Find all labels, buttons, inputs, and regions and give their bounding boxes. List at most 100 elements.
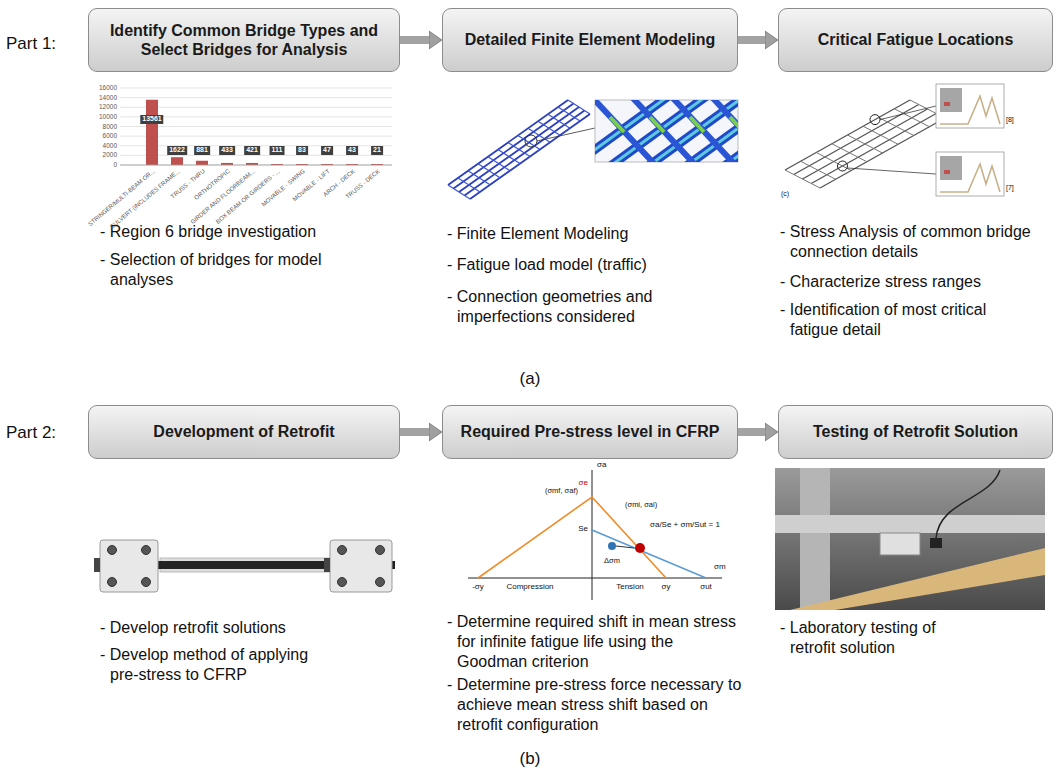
bolt	[142, 546, 151, 555]
box-title: Identify Common Bridge Types and Select …	[99, 21, 389, 59]
axis-tick: 6000	[103, 132, 117, 140]
axis-tick: 8000	[103, 123, 117, 131]
deck-grid-line	[803, 109, 928, 179]
bullet-text: - Selection of bridges for model analyse…	[100, 250, 328, 290]
stress-history	[940, 164, 1000, 192]
figure-label: Compression	[506, 582, 553, 592]
flow-arrow	[400, 428, 430, 436]
grid-line	[120, 97, 392, 98]
figure-label: -σy	[472, 582, 484, 592]
figure-label: (σmi, σai)	[625, 500, 657, 509]
deck-grid-line	[820, 118, 945, 188]
value-label: 43	[346, 146, 358, 155]
axis-tick: 10000	[99, 113, 117, 121]
axis-tick: 12000	[99, 103, 117, 111]
figure-label: Part 1:	[6, 33, 56, 54]
bolt	[108, 578, 117, 587]
axis-tick: 0	[113, 161, 117, 169]
bolt	[376, 546, 385, 555]
box-title: Critical Fatigue Locations	[818, 30, 1014, 49]
deck-grid-line	[801, 161, 836, 179]
grid-line	[120, 107, 392, 108]
deck-grid-line	[785, 170, 820, 188]
axis-line	[120, 165, 392, 166]
stress-chart-mark	[944, 102, 950, 106]
fe-mesh-line	[558, 107, 580, 121]
fe-stress	[610, 117, 624, 132]
deck-grid-line	[848, 135, 883, 153]
bullet-text: - Laboratory testing of retrofit solutio…	[780, 618, 980, 658]
fe-mesh-line	[498, 150, 520, 164]
clamp-block	[330, 540, 392, 592]
value-label: 111	[270, 146, 285, 155]
stress-chart-frame	[936, 84, 1004, 128]
figure-label: σe	[579, 478, 588, 488]
bullet-text: - Fatigue load model (traffic)	[447, 255, 737, 275]
value-label: 881	[194, 146, 210, 155]
fe-stress	[650, 117, 664, 132]
figure-label: σy	[662, 582, 671, 592]
final-point	[635, 543, 645, 553]
figure-label: (σmf, σaf)	[545, 486, 578, 495]
stress-chart-inset	[940, 156, 962, 180]
deck-grid-line	[811, 114, 936, 184]
sensor	[930, 538, 942, 548]
bullet-text: - Identification of most critical fatigu…	[780, 300, 995, 340]
value-label: 13561	[140, 115, 163, 124]
value-label: 1622	[167, 146, 187, 155]
deck-grid-line	[832, 144, 867, 162]
process-box: Required Pre-stress level in CFRP	[442, 405, 738, 459]
process-box: Critical Fatigue Locations	[778, 8, 1053, 72]
bolt	[376, 578, 385, 587]
zoom-marker	[525, 135, 537, 147]
figure-label: σa	[597, 460, 606, 470]
value-label: 83	[296, 146, 308, 155]
bolt	[142, 578, 151, 587]
figure-label: (a)	[520, 368, 541, 389]
bullet-text: - Determine pre-stress force necessary t…	[447, 675, 742, 735]
photo-ground	[775, 468, 1045, 610]
wood-strip	[790, 548, 1045, 610]
initial-point	[608, 542, 616, 550]
stress-chart-inset	[940, 88, 962, 112]
fe-mesh-line	[468, 171, 490, 185]
steel-web	[800, 468, 830, 610]
cable	[936, 470, 1000, 538]
value-label: 433	[219, 146, 235, 155]
leader-line	[880, 106, 936, 120]
fe-stress	[730, 117, 738, 132]
axis-tick: 16000	[99, 84, 117, 92]
box-title: Required Pre-stress level in CFRP	[461, 422, 720, 441]
fe-mesh-line	[548, 114, 570, 128]
location-marker	[838, 161, 848, 171]
axis-line	[592, 470, 593, 600]
fe-mesh-line	[538, 121, 560, 135]
axis-line	[468, 578, 722, 579]
bullet-text: - Develop method of applying pre-stress …	[100, 645, 335, 685]
shift-line	[616, 546, 634, 548]
fe-mesh-line	[459, 107, 579, 192]
bar	[171, 157, 183, 165]
deck-grid-line	[863, 126, 898, 144]
bolt	[338, 578, 347, 587]
fe-mesh-line	[448, 185, 470, 199]
figure-label: Se	[578, 524, 588, 534]
stress-chart-mark	[944, 170, 950, 174]
process-box: Development of Retrofit	[88, 405, 400, 459]
bolt	[108, 546, 117, 555]
bolt	[338, 546, 347, 555]
process-box: Testing of Retrofit Solution	[778, 405, 1053, 459]
stress-chart-frame	[936, 152, 1004, 196]
process-box: Detailed Finite Element Modeling	[442, 8, 738, 72]
flow-arrow	[738, 36, 766, 44]
bullet-text: - Stress Analysis of common bridge conne…	[780, 222, 1042, 262]
bar	[146, 100, 158, 165]
nut	[94, 558, 100, 572]
figure-label: [7]	[1006, 184, 1014, 193]
box-title: Testing of Retrofit Solution	[813, 422, 1018, 441]
deck-grid-line	[785, 100, 910, 170]
clamp-block	[100, 540, 158, 592]
flow-arrow	[400, 36, 430, 44]
fe-mesh-line	[568, 100, 590, 114]
stress-history	[940, 96, 1000, 124]
